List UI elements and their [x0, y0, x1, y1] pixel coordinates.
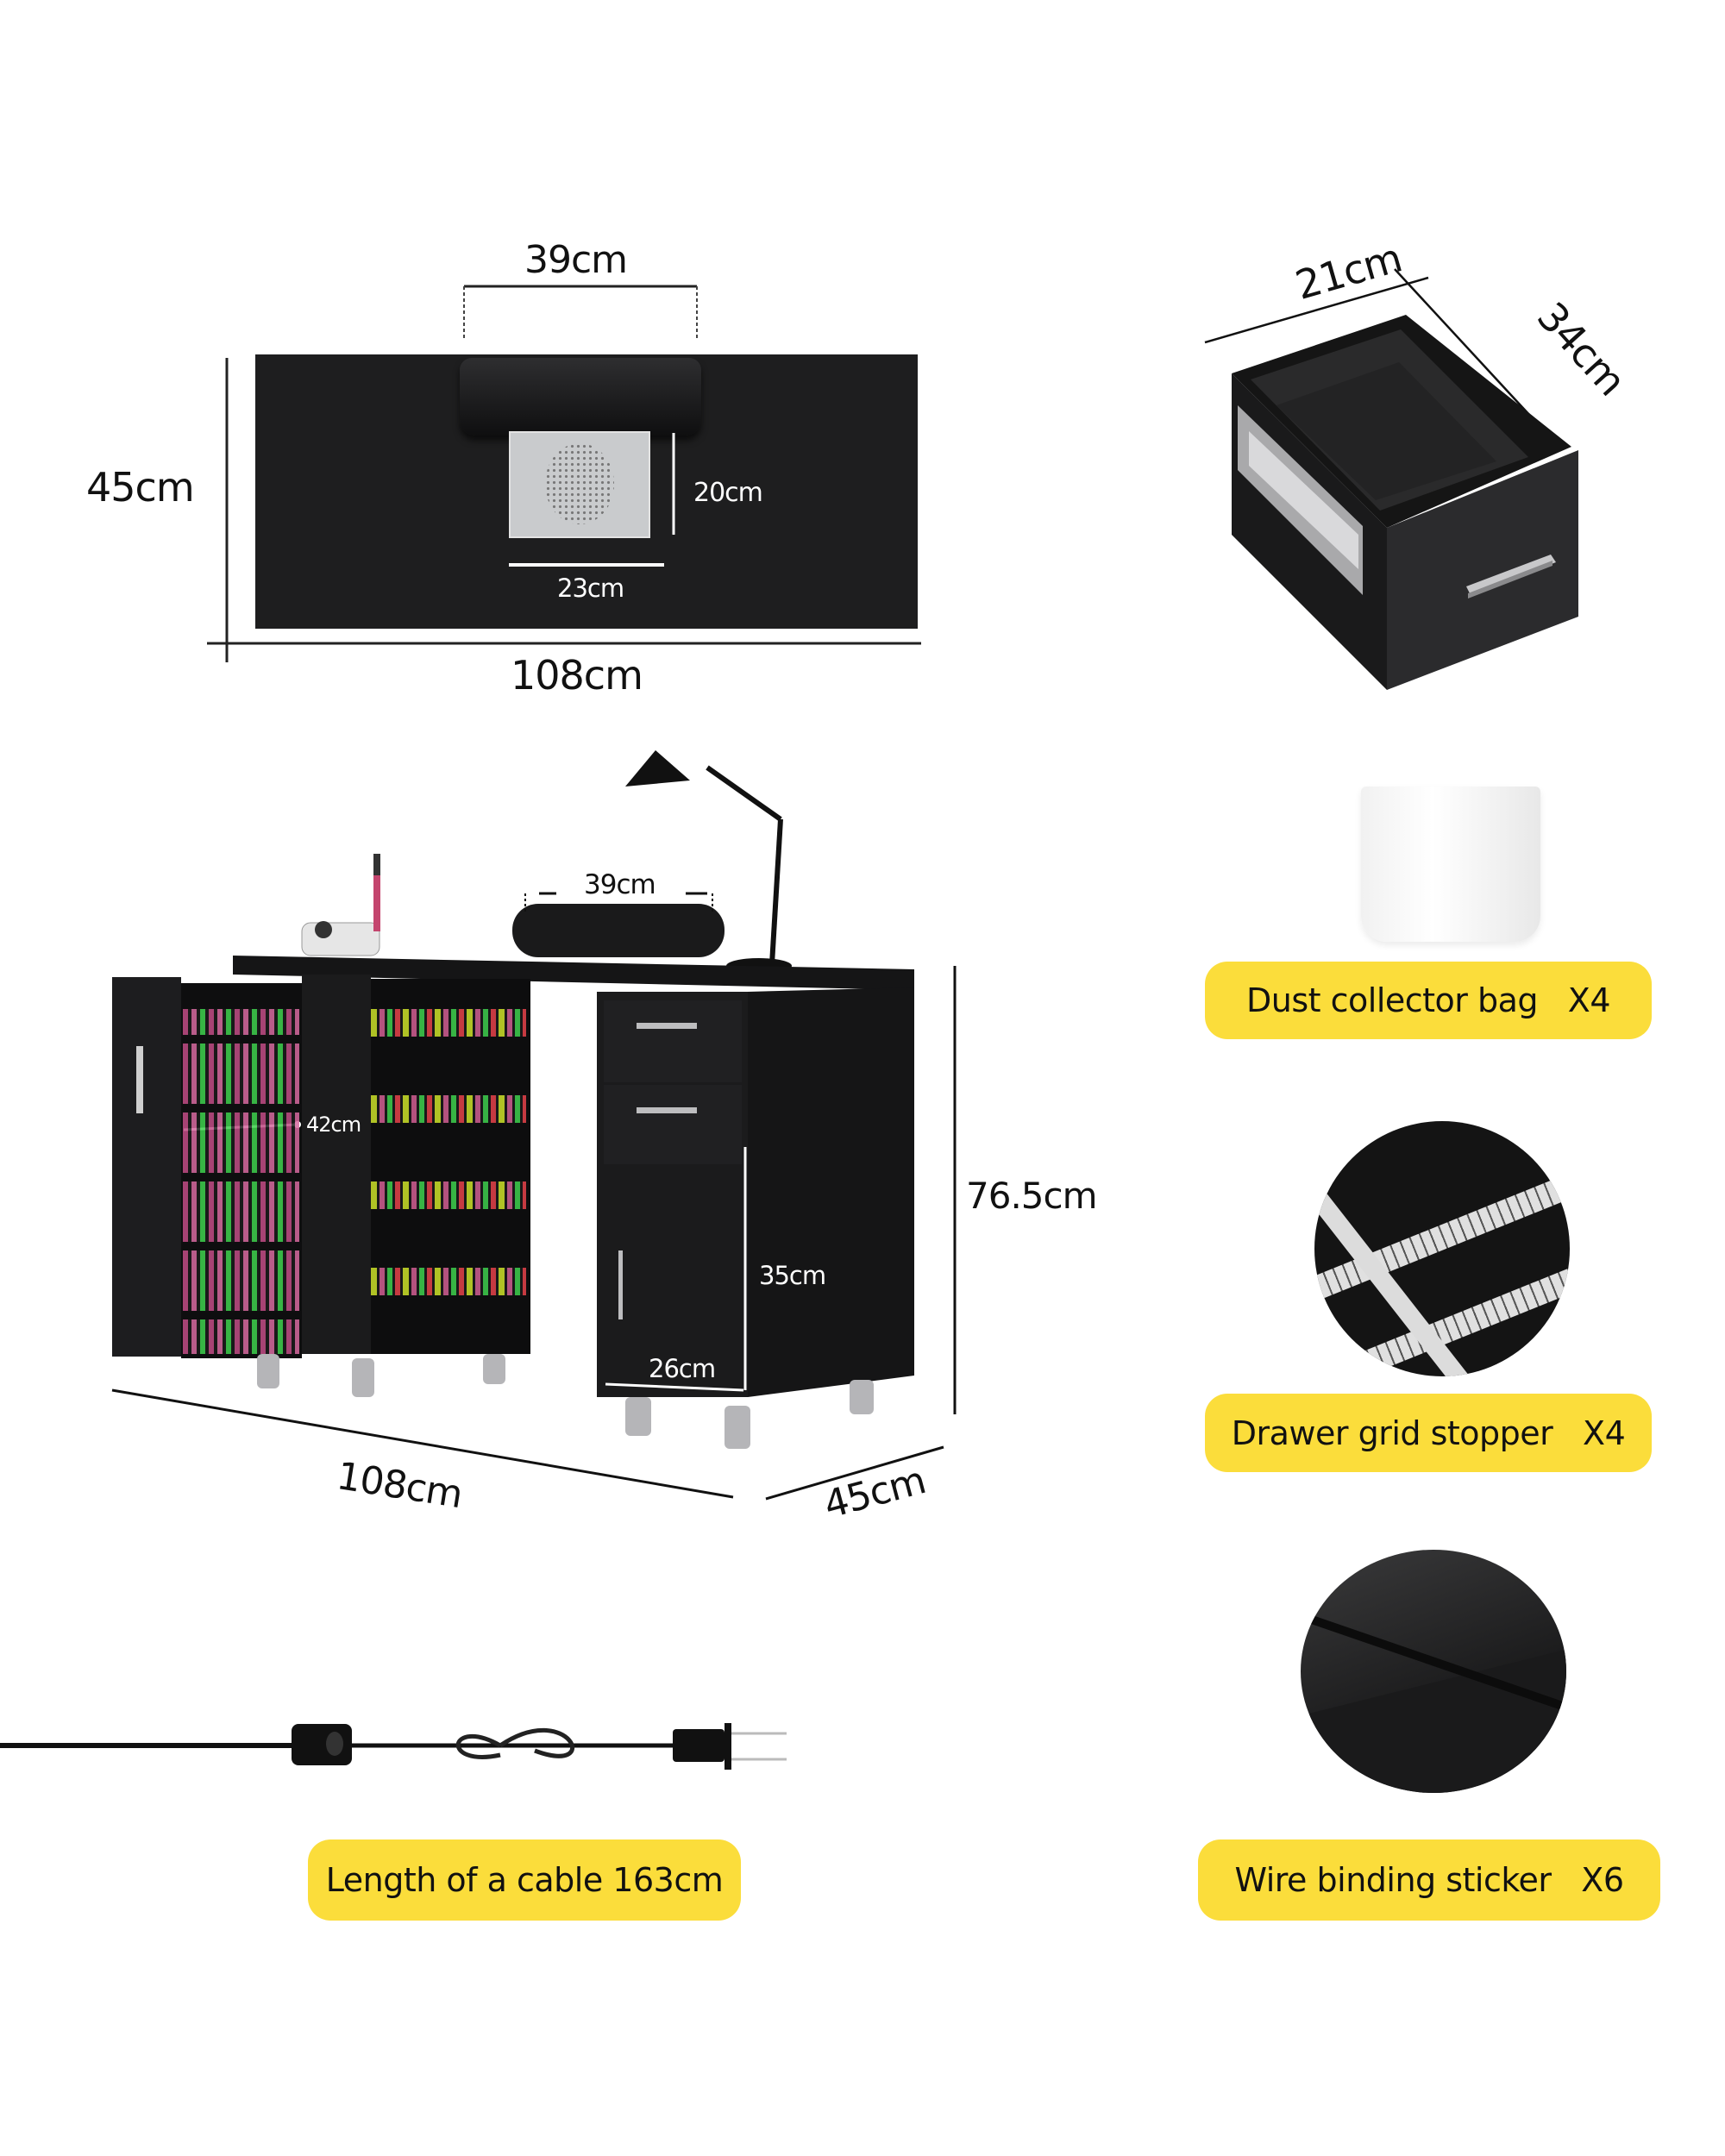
armrest-cushion	[460, 358, 701, 436]
grid-stopper-label: Drawer grid stopper	[1231, 1413, 1553, 1452]
top-depth-label: 45cm	[86, 464, 195, 511]
desk-height-label: 76.5cm	[966, 1175, 1098, 1217]
drawer-illustration	[1204, 268, 1578, 690]
fan-vent-holes	[545, 443, 614, 524]
wire-clip-image	[1301, 1550, 1566, 1793]
cable-length-pill: Length of a cable 163cm	[308, 1839, 741, 1921]
dust-bag-qty: X4	[1567, 981, 1611, 1019]
fan-width-label: 23cm	[557, 573, 624, 603]
top-width-label: 108cm	[511, 652, 643, 699]
fan-height-label: 20cm	[693, 478, 763, 508]
cabinet-width-label: 26cm	[649, 1354, 716, 1383]
dust-bag-label: Dust collector bag	[1246, 981, 1539, 1019]
desk-armrest-width-label: 39cm	[584, 869, 656, 900]
cabinet-height-label: 35cm	[759, 1261, 826, 1290]
left-shelf-polish-bottles	[183, 1009, 299, 1354]
top-view-dimension-lines	[207, 285, 921, 662]
dust-bag-pill: Dust collector bag X4	[1205, 962, 1652, 1039]
dust-collector-fan-grille	[509, 431, 650, 538]
wire-sticker-qty: X6	[1581, 1861, 1624, 1899]
power-cable-image	[0, 1723, 787, 1770]
wire-sticker-pill: Wire binding sticker X6	[1198, 1839, 1660, 1921]
grid-stopper-qty: X4	[1583, 1413, 1626, 1452]
fan-dimension-lines	[509, 433, 675, 567]
shelf-width-label: 42cm	[306, 1112, 361, 1137]
grid-stopper-pill: Drawer grid stopper X4	[1205, 1394, 1652, 1472]
cable-length-label: Length of a cable 163cm	[325, 1861, 724, 1899]
dust-bag-image	[1361, 787, 1540, 942]
middle-shelf-polish-bottles	[371, 1009, 526, 1354]
grid-divider-image	[1314, 1121, 1570, 1376]
wire-sticker-label: Wire binding sticker	[1234, 1861, 1552, 1899]
top-armrest-width-label: 39cm	[524, 238, 628, 282]
